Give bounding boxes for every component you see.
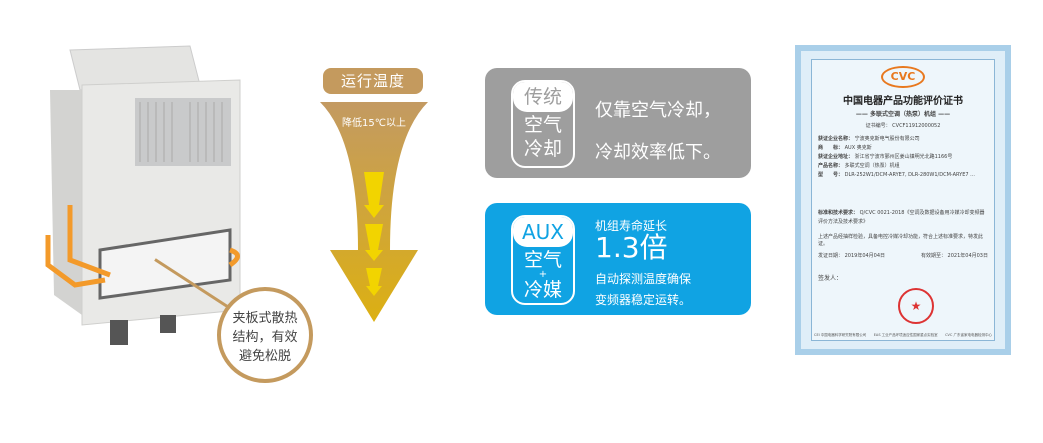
lifetime-value: 1.3倍 — [595, 231, 668, 264]
expiry-date: 有效期至： 2021年04月03日 — [920, 253, 988, 259]
cert-row: 标准和技术要求： Q/CVC 0021-2018《空调及数据设备用冷媒冷却变频器… — [818, 210, 985, 225]
footer-org: EAS 工业产品环境适应性国家重点实验室 — [873, 333, 938, 337]
cvc-logo: CVC — [881, 66, 925, 88]
traditional-cooling-card: 传统 空气 冷却 仅靠空气冷却， 冷却效率低下。 — [485, 68, 751, 178]
cert-row: 型 号： DLR-252W1/DCM-ARYE7, DLR-280W1/DCM-… — [818, 172, 975, 178]
traditional-tag: 传统 空气 冷却 — [511, 80, 575, 168]
aux-subtitle: 机组寿命延长 — [595, 219, 668, 233]
callout-line: 结构，有效 — [232, 330, 298, 345]
official-seal: ★ — [898, 288, 934, 324]
tag-line: 空气 — [523, 114, 562, 136]
tag-top: AUX — [513, 217, 573, 247]
aux-tag: AUX 空气 + 冷媒 — [511, 215, 575, 305]
tag-top: 传统 — [513, 82, 573, 112]
cert-row: 获证企业地址： 浙江省宁波市鄞州区姜山镇明光北路1166号 — [818, 154, 953, 160]
certificate-subtitle: —— 多联式空调（热泵）机组 —— — [855, 111, 951, 118]
cvc-certificate: CVC 中国电器产品功能评价证书 —— 多联式空调（热泵）机组 —— 证书编号：… — [795, 45, 1011, 355]
outdoor-unit-illustration — [40, 40, 250, 350]
cert-row: 商 标： AUX 奥克斯 — [818, 145, 872, 151]
cert-statement: 上述产品经抽样检验，具备电控冷媒冷却功能，符合上述标准要求，特发此证。 — [818, 234, 984, 247]
small-arrows-icon — [364, 172, 384, 296]
certificate-number: 证书编号： CVCF11912000052 — [865, 123, 941, 129]
traditional-text: 冷却效率低下。 — [595, 142, 721, 163]
temperature-reduction-label: 降低15℃以上 — [342, 118, 406, 129]
footer-org: CVC 广东省家电电器检测中心 — [945, 333, 992, 337]
plus-sign: + — [538, 269, 548, 280]
cert-row: 产品名称： 多联式空调（热泵）机组 — [818, 163, 900, 169]
issue-date: 发证日期： 2019年04月04日 — [818, 253, 886, 259]
callout-line: 夹板式散热 — [232, 311, 298, 326]
cert-row: 获证企业名称： 宁波奥克斯电气股份有限公司 — [818, 136, 920, 142]
certificate-title: 中国电器产品功能评价证书 — [843, 96, 963, 107]
callout-line: 避免松脱 — [238, 349, 291, 364]
temperature-badge: 运行温度 — [323, 68, 423, 94]
tag-line: 空气 — [523, 249, 562, 271]
tag-line: 冷媒 — [523, 279, 562, 301]
aux-text: 自动探测温度确保 — [595, 272, 692, 286]
tag-line: 冷却 — [523, 138, 562, 160]
aux-cooling-card: AUX 空气 + 冷媒 机组寿命延长 1.3倍 自动探测温度确保 变频器稳定运转… — [485, 203, 751, 315]
temperature-down-arrow — [318, 100, 430, 325]
traditional-text: 仅靠空气冷却， — [595, 100, 721, 121]
footer-org: CEI 中国电器科学研究院有限公司 — [814, 333, 867, 337]
aux-text: 变频器稳定运转。 — [595, 293, 692, 307]
callout-circle: 夹板式散热 结构，有效 避免松脱 — [217, 287, 313, 383]
signer-label: 签发人： — [818, 275, 843, 282]
